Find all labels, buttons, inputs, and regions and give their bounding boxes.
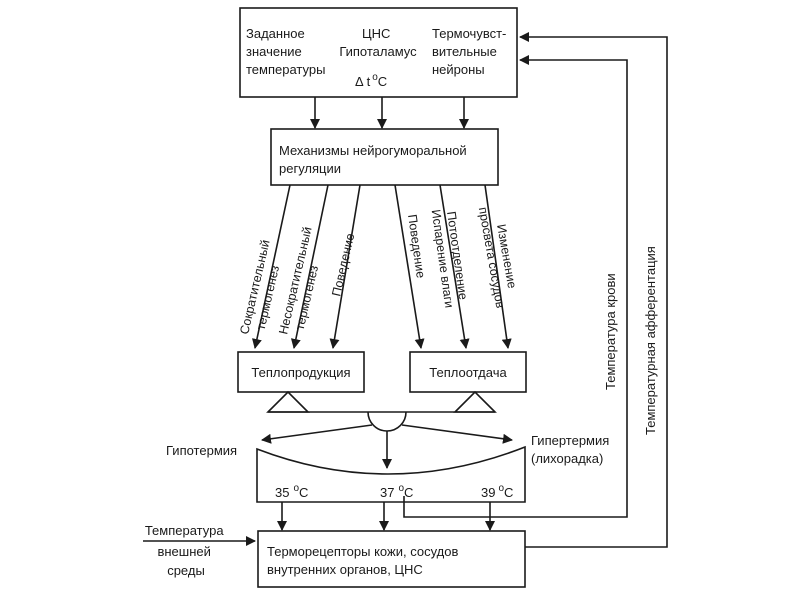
hypothalamus-label: ЦНС Гипоталамус bbox=[339, 26, 417, 59]
cns-box: Заданное значение температуры ЦНС Гипота… bbox=[239, 7, 518, 98]
setpoint-line: значение bbox=[246, 44, 302, 59]
external-temp-line: внешней bbox=[157, 544, 210, 559]
scale-value: 37 bbox=[380, 485, 394, 500]
scale-value: 35 bbox=[275, 485, 289, 500]
afferent-feedback-line bbox=[519, 32, 668, 548]
arrow-contractile-thermogenesis bbox=[252, 184, 291, 349]
celsius-unit: C bbox=[504, 485, 513, 500]
hyperthermia-line: Гипертермия bbox=[531, 433, 609, 448]
scale-35: 35 oC bbox=[275, 483, 308, 500]
degree-sup: o bbox=[372, 72, 378, 83]
receptors-line: внутренних органов, ЦНС bbox=[267, 562, 423, 577]
heat-loss-box: Теплоотдача bbox=[409, 351, 527, 393]
neurons-line: Термочувст- bbox=[432, 26, 506, 41]
neurons-line: вительные bbox=[432, 44, 497, 59]
thermosensitive-neurons-label: Термочувст- вительные нейроны bbox=[432, 26, 510, 77]
arrow-label-line: Поведение bbox=[329, 232, 357, 298]
cns-line: Гипоталамус bbox=[339, 44, 417, 59]
blood-temperature-label: Температура крови bbox=[603, 273, 618, 390]
arrow-behavior-production bbox=[329, 184, 361, 349]
arrow-sweating bbox=[439, 184, 470, 349]
scale-37: 37 oC bbox=[380, 483, 413, 500]
scale-value: 39 bbox=[481, 485, 495, 500]
arrow-to-hyperthermia bbox=[401, 424, 513, 444]
celsius-unit: C bbox=[299, 485, 308, 500]
balance-pivot bbox=[367, 411, 407, 432]
mechanisms-line: регуляции bbox=[279, 161, 341, 176]
heat-loss-label: Теплоотдача bbox=[429, 365, 507, 380]
receptors-label: Терморецепторы кожи, сосудов внутренних … bbox=[267, 544, 462, 577]
external-temp-line: Температура bbox=[145, 523, 225, 538]
neurons-line: нейроны bbox=[432, 62, 485, 77]
hypothermia-label: Гипотермия bbox=[166, 443, 237, 458]
arrow-behavior-loss bbox=[394, 184, 425, 349]
setpoint-line: температуры bbox=[246, 62, 325, 77]
balance-scale bbox=[261, 390, 513, 469]
delta-t-text: Δ t bbox=[355, 74, 371, 89]
scale-shape bbox=[256, 445, 526, 503]
hyperthermia-line: (лихорадка) bbox=[531, 451, 603, 466]
heat-production-box: Теплопродукция bbox=[237, 351, 365, 393]
behavior-production-label: Поведение bbox=[329, 232, 357, 298]
cns-line: ЦНС bbox=[362, 26, 390, 41]
external-temperature-label: Температура внешней среды bbox=[145, 523, 227, 578]
setpoint-line: Заданное bbox=[246, 26, 305, 41]
heat-production-label: Теплопродукция bbox=[251, 365, 350, 380]
degree-sup: o bbox=[498, 483, 504, 494]
receptors-box: Терморецепторы кожи, сосудов внутренних … bbox=[257, 530, 526, 588]
receptors-line: Терморецепторы кожи, сосудов bbox=[267, 544, 458, 559]
afferent-label: Температурная афферентация bbox=[643, 246, 658, 435]
noncontractile-thermogenesis-label: Несократительный термогенез bbox=[276, 222, 330, 339]
sweating-label: Потоотделение Испарение влаги bbox=[429, 207, 472, 309]
blood-temperature-feedback-line bbox=[403, 55, 628, 518]
mechanisms-line: Механизмы нейрогуморальной bbox=[279, 143, 467, 158]
vessel-lumen-label: Изменение просвета сосудов bbox=[476, 203, 522, 309]
arrow-noncontractile-thermogenesis bbox=[290, 184, 329, 349]
mechanisms-box: Механизмы нейрогуморальной регуляции bbox=[270, 128, 499, 186]
external-temp-line: среды bbox=[167, 563, 205, 578]
setpoint-label: Заданное значение температуры bbox=[246, 26, 325, 77]
hyperthermia-label: Гипертермия (лихорадка) bbox=[531, 433, 613, 466]
degree-sup: o bbox=[398, 483, 404, 494]
degree-sup: o bbox=[293, 483, 299, 494]
arrow-to-hypothermia bbox=[261, 424, 373, 444]
mechanisms-label: Механизмы нейрогуморальной регуляции bbox=[279, 143, 470, 176]
celsius-unit: C bbox=[404, 485, 413, 500]
left-fulcrum bbox=[266, 390, 310, 413]
celsius-unit: C bbox=[378, 74, 387, 89]
arrow-vessel-lumen bbox=[484, 184, 512, 349]
right-fulcrum bbox=[453, 390, 497, 413]
